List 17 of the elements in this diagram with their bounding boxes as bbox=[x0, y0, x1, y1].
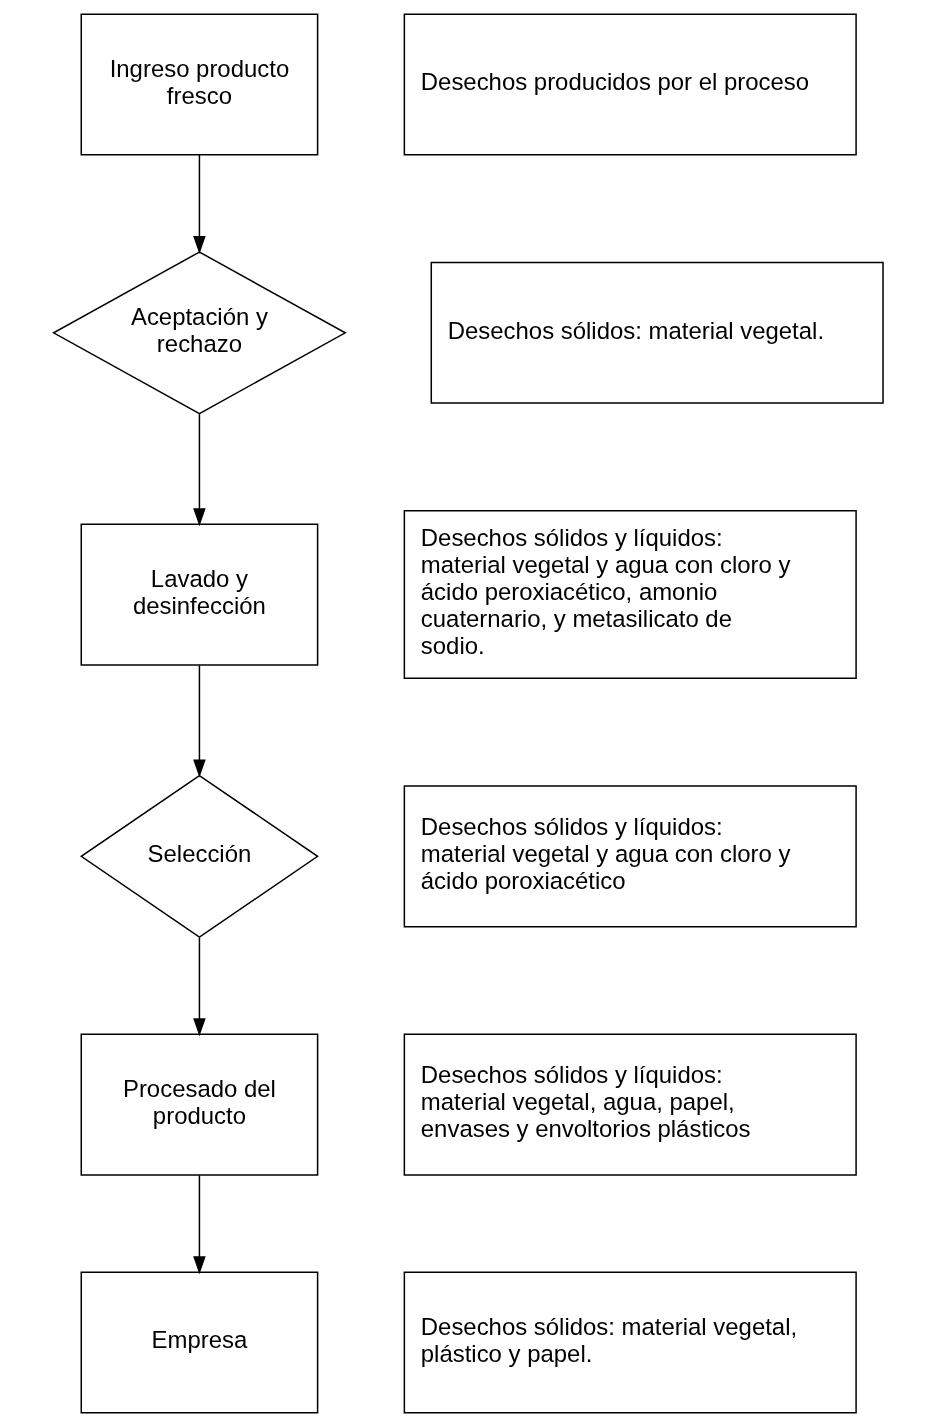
node-box: Desechos sólidos y líquidos: material vegetal, agua, papel, envases y envoltorios plásticos bbox=[403, 1033, 857, 1176]
node-box: Lavado y desinfección bbox=[80, 523, 318, 666]
node-diamond: Aceptación y rechazo bbox=[51, 251, 347, 415]
arrow bbox=[192, 413, 206, 527]
node-diamond: Selección bbox=[79, 774, 319, 939]
node-box: Desechos sólidos: material vegetal. bbox=[430, 261, 884, 404]
arrow bbox=[192, 154, 206, 254]
node-box: Empresa bbox=[80, 1271, 318, 1414]
node-box: Desechos sólidos y líquidos: material vegetal y agua con cloro y ácido peroxiacético, amonio cuaternario, y metasilicato de sodio. bbox=[403, 510, 857, 680]
node-box: Procesado del producto bbox=[80, 1033, 318, 1176]
arrow bbox=[192, 1174, 206, 1275]
arrow bbox=[192, 936, 206, 1037]
node-box: Ingreso producto fresco bbox=[80, 13, 318, 156]
node-box: Desechos sólidos y líquidos: material vegetal y agua con cloro y ácido poroxiacético bbox=[403, 785, 857, 928]
node-box: Desechos producidos por el proceso bbox=[403, 13, 857, 156]
node-box: Desechos sólidos: material vegetal, plástico y papel. bbox=[403, 1271, 857, 1414]
arrow bbox=[192, 664, 206, 778]
